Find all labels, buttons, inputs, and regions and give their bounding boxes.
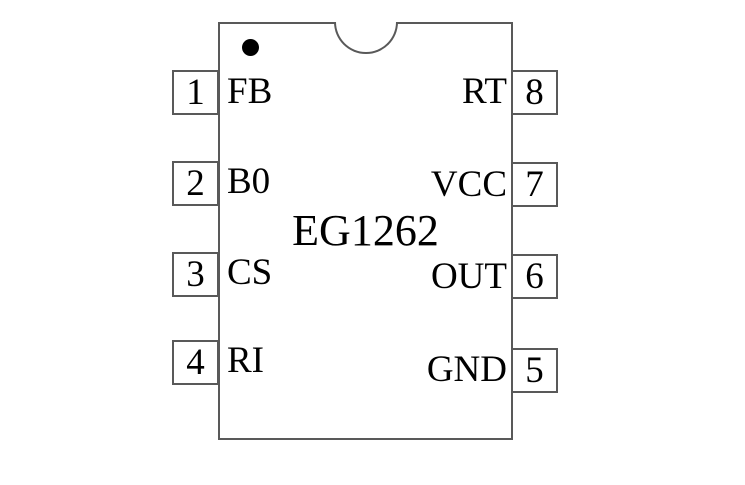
pin-number-box-7: 7	[511, 162, 558, 207]
pin-number-box-4: 4	[172, 340, 219, 385]
pin-label-b0: B0	[227, 161, 271, 202]
pin-number-box-6: 6	[511, 254, 558, 299]
pin-number-box-2: 2	[172, 161, 219, 206]
pin-number-box-1: 1	[172, 70, 219, 115]
pin-number-box-3: 3	[172, 252, 219, 297]
pin-label-out: OUT	[430, 256, 507, 297]
orientation-notch-icon	[333, 22, 398, 54]
pin-label-ri: RI	[227, 340, 264, 381]
pin1-indicator-dot-icon	[242, 39, 259, 56]
pin-label-cs: CS	[227, 252, 273, 293]
part-number: EG1262	[292, 206, 439, 255]
pin-label-fb: FB	[227, 71, 273, 112]
pin-label-vcc: VCC	[430, 164, 507, 205]
ic-body: EG1262 FB B0 CS RI RT VCC OUT GND	[218, 22, 513, 440]
pin-label-gnd: GND	[426, 349, 507, 390]
pin-number-box-5: 5	[511, 348, 558, 393]
pin-label-rt: RT	[461, 71, 507, 112]
pin-number-box-8: 8	[511, 70, 558, 115]
